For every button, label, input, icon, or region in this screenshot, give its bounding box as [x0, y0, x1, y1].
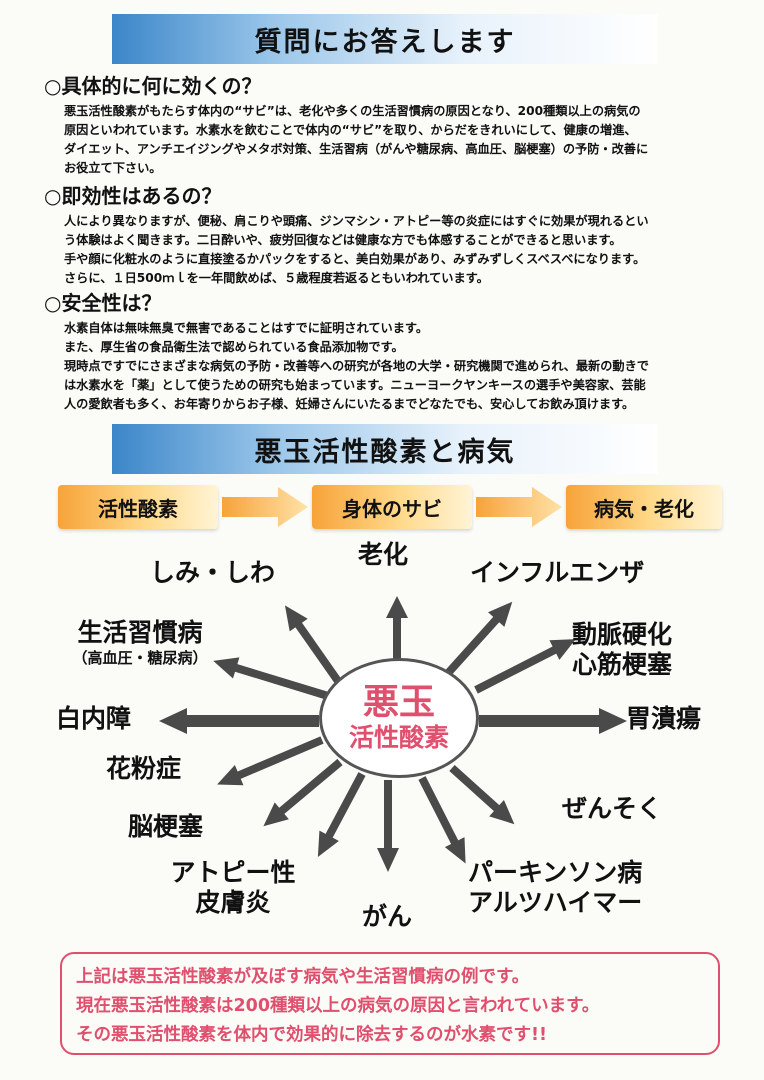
center-title: 悪玉 [362, 682, 435, 723]
center-circle: 悪玉 活性酸素 [319, 658, 479, 778]
label-atopy-2: 皮膚炎 [195, 888, 271, 917]
radial-arrows-diagram [159, 596, 627, 872]
question-heading: ○即効性はあるの？ [44, 184, 222, 208]
arrow-stroke-icon [263, 758, 343, 827]
label-arterio-1: 動脈硬化 [572, 620, 673, 649]
label-arterio-2: 心筋梗塞 [572, 650, 673, 679]
flow-step-oxygen: 活性酸素 [58, 485, 218, 529]
label-lifestyle-sub: （高血圧・糖尿病） [72, 649, 208, 667]
arrow-upleft-icon [284, 605, 344, 687]
arrow-pollen-icon [217, 736, 324, 786]
answer-line: お役立て下さい。 [64, 161, 162, 175]
label-ulcer: 胃潰瘍 [626, 704, 702, 733]
label-stroke: 脳梗塞 [128, 812, 204, 841]
label-lifestyle-main: 生活習慣病 [77, 618, 203, 647]
section-banner: 悪玉活性酸素と病気 [112, 424, 658, 474]
arrow-arterio-icon [474, 639, 576, 694]
flow-step-rust: 身体のサビ [312, 485, 472, 529]
label-cancer: がん [362, 902, 413, 931]
arrow-atopy-icon [317, 772, 366, 857]
arrow-cancer-icon [377, 780, 399, 872]
note-line: その悪玉活性酸素を体内で効果的に除去するのが水素です!! [76, 1025, 547, 1045]
label-asthma: ぜんそく [562, 794, 663, 823]
label-pollen: 花粉症 [106, 754, 182, 783]
flow-step-disease: 病気・老化 [566, 485, 722, 529]
answer-line: 人により異なりますが、便秘、肩こりや頭痛、ジンマシン・アトピー等の炎症にはすぐに… [64, 214, 649, 228]
answer-line: 水素自体は無味無臭で無害であることはすでに証明されています。 [64, 321, 429, 335]
label-parkinson-2: アルツハイマー [468, 888, 643, 917]
answer-line: 手や顔に化粧水のように直接塗るかパックをすると、美白効果があり、みずみずしくスベ… [64, 252, 646, 266]
qa-section-speed: ○即効性はあるの？ 人により異なりますが、便秘、肩こりや頭痛、ジンマシン・アトピ… [44, 184, 744, 288]
note-line: 現在悪玉活性酸素は200種類以上の病気の原因と言われています。 [76, 996, 600, 1016]
label-lifestyle: 生活習慣病 （高血圧・糖尿病） [56, 618, 224, 668]
answer-line: 原因といわれています。水素水を飲むことで体内の“サビ”を取り、からだをきれいにし… [64, 123, 637, 137]
arrow-ulcer-icon [479, 708, 627, 734]
note-line: 上記は悪玉活性酸素が及ぼす病気や生活習慣病の例です。 [76, 967, 530, 987]
label-influenza: インフルエンザ [470, 558, 645, 587]
arrow-asthma-icon [449, 765, 515, 825]
arrow-lifestyle-icon [213, 657, 330, 700]
arrow-cataract-icon [159, 708, 319, 734]
answer-line: さらに、１日500ｍｌを一年間飲めば、５歳程度若返るともいわれています。 [64, 271, 489, 285]
answer-line: は水素水を「薬」として使うための研究も始まっています。ニューヨークヤンキースの選… [64, 378, 646, 392]
question-heading: ○安全性は？ [44, 291, 162, 315]
label-cataract: 白内障 [56, 704, 132, 733]
center-subtitle: 活性酸素 [348, 723, 449, 752]
answer-line: 悪玉活性酸素がもたらす体内の“サビ”は、老化や多くの生活習慣病の原因となり、20… [64, 104, 641, 118]
label-aging: 老化 [358, 540, 409, 569]
label-parkinson-1: パーキンソン病 [468, 858, 643, 887]
label-atopy: アトピー性 皮膚炎 [158, 858, 308, 918]
question-heading: ○具体的に何に効くの？ [44, 74, 262, 98]
arrow-upright-icon [437, 601, 513, 685]
flow-arrow-icon [476, 487, 562, 527]
label-atopy-1: アトピー性 [170, 858, 296, 887]
label-spots: しみ・しわ [150, 558, 276, 587]
qa-section-safety: ○安全性は？ 水素自体は無味無臭で無害であることはすでに証明されています。 また… [44, 291, 744, 414]
answer-line: また、厚生省の食品衛生法で認められている食品添加物です。 [64, 340, 404, 354]
page-title: 質問にお答えします [254, 26, 516, 58]
qa-section-effects: ○具体的に何に効くの？ 悪玉活性酸素がもたらす体内の“サビ”は、老化や多くの生活… [44, 74, 744, 178]
answer-line: う体験はよく聞きます。二日酔いや、疲労回復などは健康な方でも体感することができる… [64, 233, 622, 247]
label-arterio: 動脈硬化 心筋梗塞 [572, 620, 672, 680]
section-title: 悪玉活性酸素と病気 [254, 436, 516, 468]
answer-line: 現時点ですでにさまざまな病気の予防・改善等への研究が各地の大学・研究機関で進めら… [64, 359, 649, 373]
summary-note-box: 上記は悪玉活性酸素が及ぼす病気や生活習慣病の例です。 現在悪玉活性酸素は200種… [60, 952, 720, 1055]
flow-arrow-icon [222, 487, 308, 527]
arrow-up-icon [386, 596, 408, 670]
label-parkinson: パーキンソン病 アルツハイマー [468, 858, 642, 918]
arrow-parkinson-icon [418, 776, 466, 864]
answer-line: 人の愛飲者も多く、お年寄りからお子様、妊婦さんにいたるまでどなたでも、安心してお… [64, 397, 635, 411]
header-banner: 質問にお答えします [112, 14, 658, 64]
answer-line: ダイエット、アンチエイジングやメタボ対策、生活習病（がんや糖尿病、高血圧、脳梗塞… [64, 142, 649, 156]
